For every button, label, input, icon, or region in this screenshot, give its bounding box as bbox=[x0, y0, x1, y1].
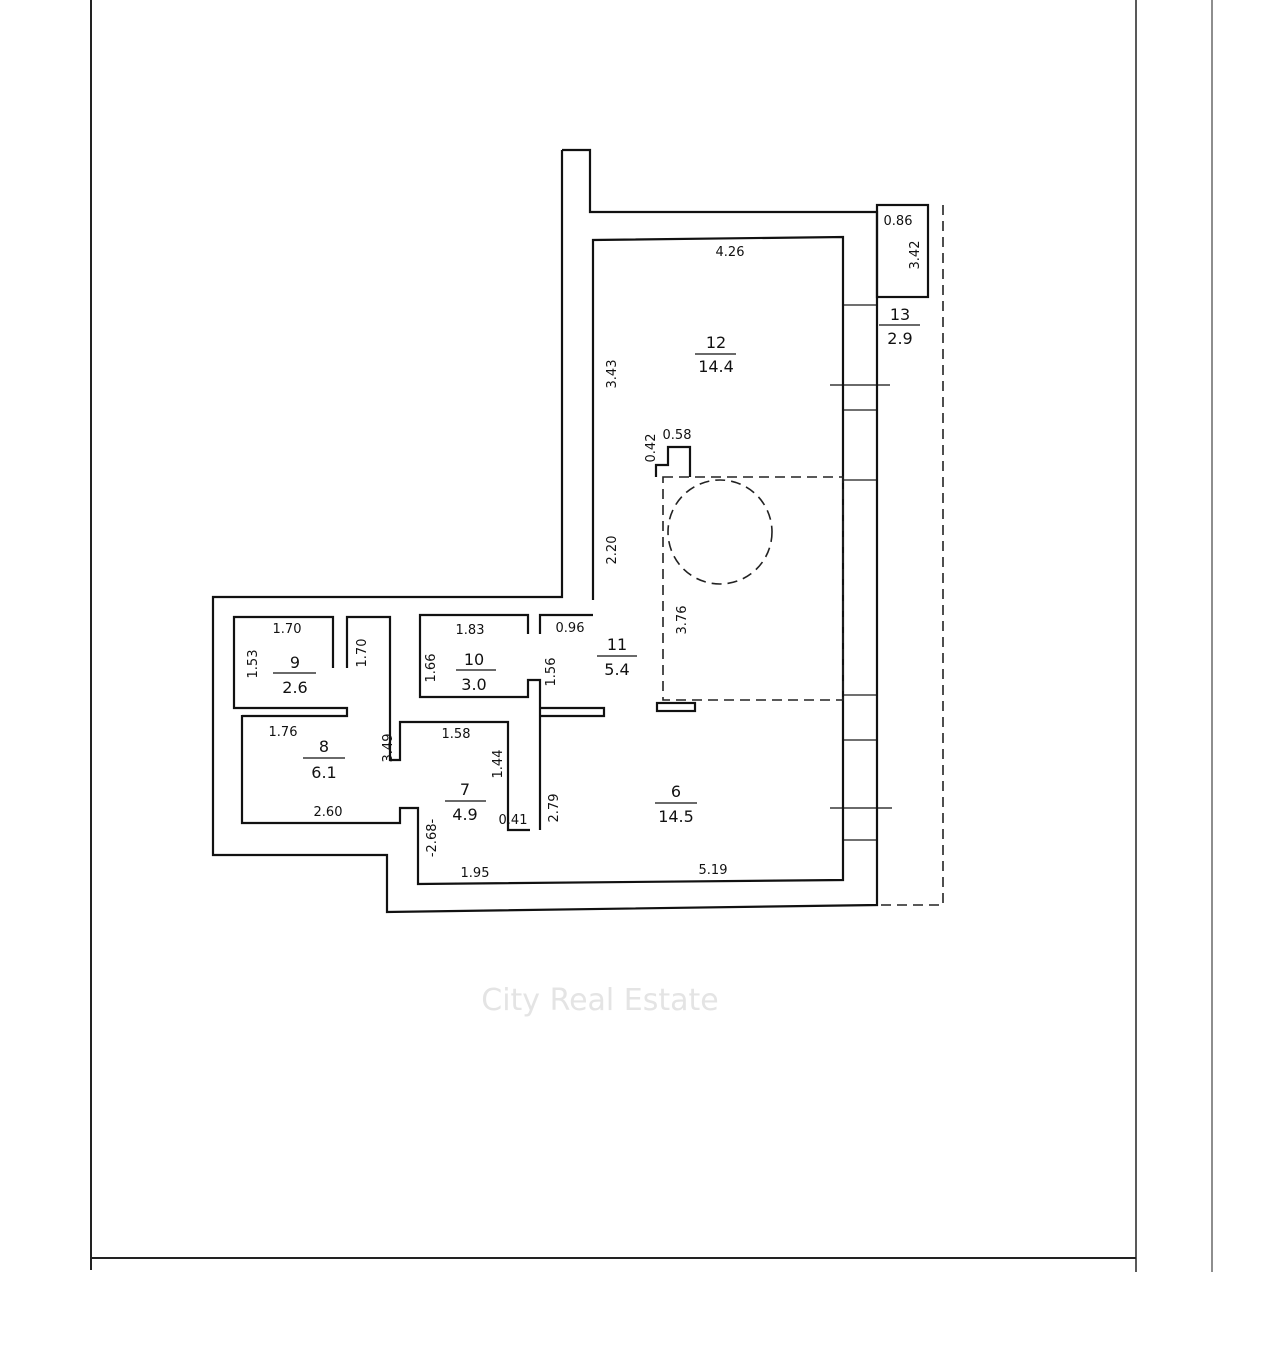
room-7-wall bbox=[345, 615, 530, 832]
dimension-label: 1.76 bbox=[269, 725, 298, 740]
room-area: 2.6 bbox=[282, 678, 307, 697]
room-number: 6 bbox=[671, 782, 681, 801]
dimension-label: 0.58 bbox=[663, 428, 692, 443]
dimension-label: 1.44 bbox=[491, 750, 506, 779]
wall-stub bbox=[655, 701, 697, 713]
dimension-label: 3.76 bbox=[675, 606, 690, 635]
dimension-label: 2.20 bbox=[605, 536, 620, 565]
room-number: 10 bbox=[464, 650, 484, 669]
room-11-wall bbox=[538, 613, 593, 634]
room-labels: 6 14.5 7 4.9 8 6.1 9 2.6 10 3.0 11 5.4 1… bbox=[273, 305, 920, 826]
dimension-label: -2.68- bbox=[425, 819, 440, 858]
room-number: 11 bbox=[607, 635, 627, 654]
dashed-area bbox=[662, 476, 844, 701]
dimension-label: 1.70 bbox=[273, 622, 302, 637]
dimension-label: 2.79 bbox=[547, 794, 562, 823]
room-number: 13 bbox=[890, 305, 910, 324]
dimension-label: 1.53 bbox=[246, 650, 261, 679]
dimension-label: 3.49 bbox=[381, 734, 396, 763]
dimension-label: 1.56 bbox=[544, 658, 559, 687]
watermark: City Real Estate bbox=[481, 983, 719, 1018]
room-area: 5.4 bbox=[604, 660, 629, 679]
dimension-labels: 4.26 3.43 2.20 0.58 0.42 0.86 3.42 3.76 … bbox=[246, 214, 923, 881]
dimension-label: 2.60 bbox=[314, 805, 343, 820]
balcony bbox=[875, 203, 930, 299]
window bbox=[842, 304, 878, 411]
room-9-wall bbox=[232, 615, 349, 718]
interior-wall-line bbox=[240, 235, 845, 886]
dimension-label: 1.95 bbox=[461, 866, 490, 881]
dimension-label: 3.42 bbox=[908, 241, 923, 270]
dimension-label: 5.19 bbox=[699, 863, 728, 878]
balcony-outline bbox=[877, 205, 944, 906]
room-11-wall bbox=[540, 706, 606, 718]
window bbox=[842, 479, 878, 696]
room-number: 7 bbox=[460, 780, 470, 799]
dimension-label: 1.66 bbox=[424, 654, 439, 683]
room-area: 14.4 bbox=[698, 357, 734, 376]
dimension-label: 0.96 bbox=[556, 621, 585, 636]
room-area: 4.9 bbox=[452, 805, 477, 824]
room-number: 9 bbox=[290, 653, 300, 672]
dimension-label: 1.70 bbox=[355, 639, 370, 668]
dimension-label: 0.42 bbox=[644, 434, 659, 463]
dimension-label: 0.86 bbox=[884, 214, 913, 229]
window bbox=[842, 739, 878, 841]
dimension-label: 1.58 bbox=[442, 727, 471, 742]
room-number: 12 bbox=[706, 333, 726, 352]
page-frame bbox=[90, 0, 1213, 1272]
dimension-label: 4.26 bbox=[716, 245, 745, 260]
room-number: 8 bbox=[319, 737, 329, 756]
circle-fixture bbox=[667, 479, 773, 585]
room-area: 6.1 bbox=[311, 763, 336, 782]
dimension-label: 0.41 bbox=[499, 813, 528, 828]
dimension-label: 3.43 bbox=[605, 360, 620, 389]
room-area: 3.0 bbox=[461, 675, 486, 694]
column bbox=[654, 445, 692, 477]
room-area: 14.5 bbox=[658, 807, 694, 826]
room-area: 2.9 bbox=[887, 329, 912, 348]
room-10-wall bbox=[418, 613, 542, 830]
dimension-label: 1.83 bbox=[456, 623, 485, 638]
exterior-wall bbox=[211, 148, 879, 914]
